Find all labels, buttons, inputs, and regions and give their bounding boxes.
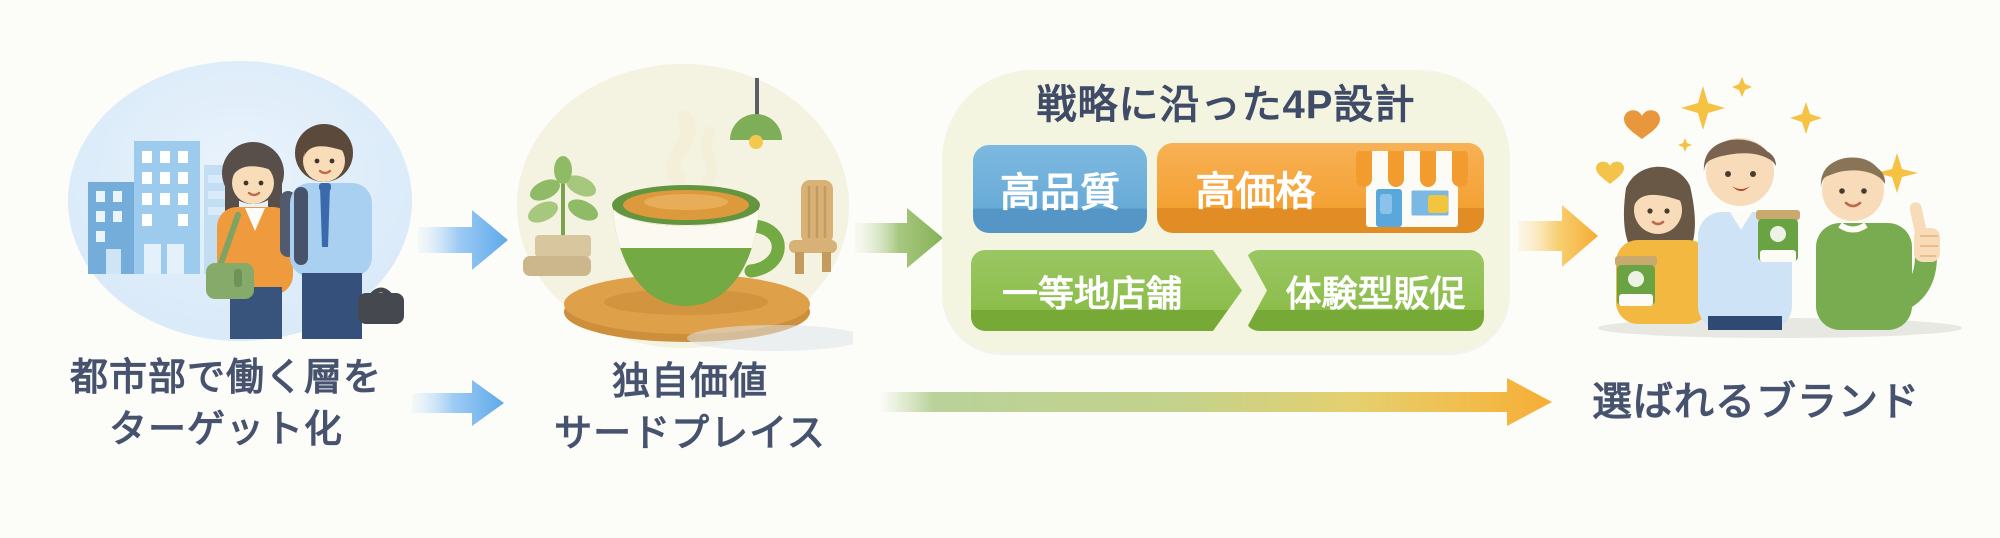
step2-caption-line2: サードプレイス [554, 413, 826, 455]
woman-commuter [206, 142, 293, 339]
arrow-right-blue-small-icon [412, 380, 504, 426]
city-buildings-icon [88, 141, 230, 274]
step1-caption: 都市部で働く層を ターゲット化 [26, 352, 426, 456]
happy-man-center [1698, 138, 1800, 330]
pill-price: 高価格 [1157, 143, 1484, 233]
green-cup-icon [1756, 210, 1800, 262]
pill-place: 一等地店舗 [971, 250, 1242, 331]
heart-icon [1596, 110, 1660, 184]
step2-caption: 独自価値 サードプレイス [490, 356, 890, 460]
fourp-title: 戦略に沿った4P設計 [1036, 83, 1416, 127]
steam-icon [665, 110, 718, 188]
step2-caption-line1: 独自価値 [611, 361, 768, 403]
cafe-chair-icon [789, 180, 837, 274]
arrow-right-green-icon [855, 208, 943, 268]
pill-price-label: 高価格 [1195, 170, 1316, 214]
happy-man-thumbs-up [1816, 157, 1940, 330]
happy-woman [1615, 166, 1710, 324]
storefront-icon [1356, 151, 1468, 227]
happy-customers-illustration [1596, 77, 1962, 338]
step1-caption-line2: ターゲット化 [108, 409, 343, 451]
green-teacup-icon [612, 185, 785, 306]
man-commuter [280, 124, 404, 339]
city-commuters-illustration [68, 61, 412, 341]
step1-caption-line1: 都市部で働く層を [69, 357, 382, 399]
arrow-right-blue-icon [418, 210, 508, 270]
soft-shadow [687, 325, 853, 351]
long-gradient-arrow-icon [880, 378, 1552, 426]
green-cup-icon [1615, 256, 1657, 306]
pendant-lamp-icon [730, 78, 782, 149]
pill-product-quality: 高品質 [973, 145, 1147, 233]
arrow-right-yellow-icon [1518, 205, 1598, 267]
coffee-cup-cafe-illustration [517, 64, 853, 351]
step4-caption: 選ばれるブランド [1592, 380, 1920, 424]
pill-place-label: 一等地店舗 [1001, 272, 1182, 314]
pill-promotion: 体験型販促 [1245, 250, 1484, 331]
pill-product-quality-label: 高品質 [1000, 171, 1120, 215]
pill-promotion-label: 体験型販促 [1285, 272, 1466, 314]
potted-plant-icon [523, 156, 598, 276]
sparkle-icon [1678, 77, 1918, 193]
thumbs-up-icon [1909, 202, 1940, 262]
